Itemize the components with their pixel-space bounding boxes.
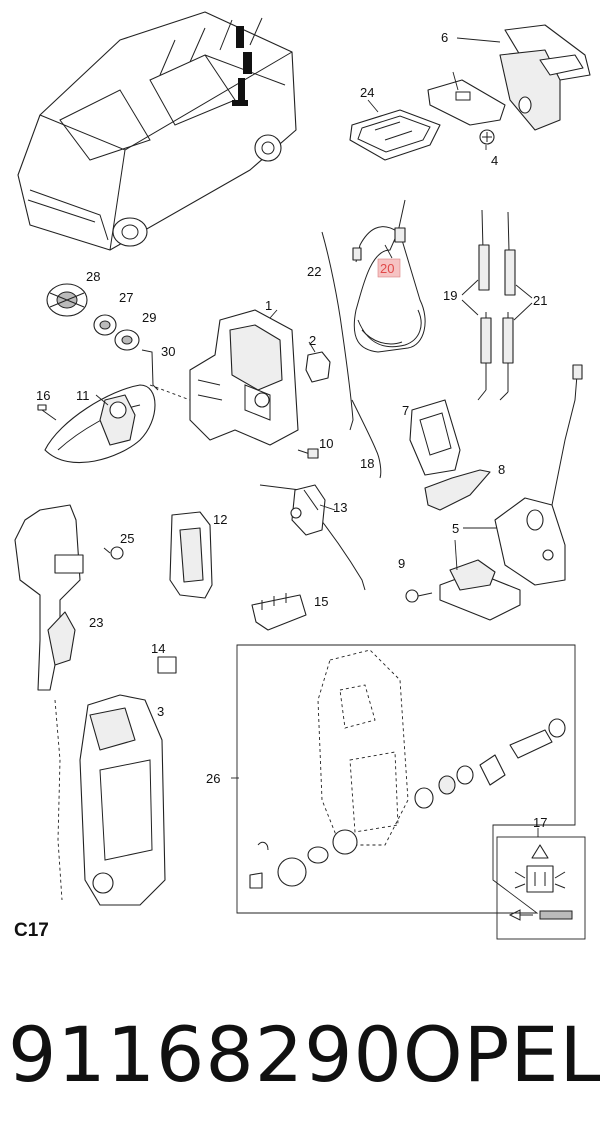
part-14-clip	[157, 656, 177, 674]
callout-11: 11	[76, 388, 90, 403]
part-25-screw	[103, 546, 124, 560]
callout-1: 1	[265, 298, 272, 313]
callout-2: 2	[309, 333, 316, 348]
part-12-cover	[169, 511, 213, 599]
callout-5: 5	[452, 521, 459, 536]
leader-lines	[95, 37, 539, 837]
callout-21: 21	[533, 293, 547, 308]
part-30-rod	[141, 349, 159, 391]
callouts: 6 24 4 28 27 29 30 22 20 19 21 1 2 16 11…	[36, 30, 547, 830]
highlight-box	[377, 258, 401, 278]
part-21-rod	[499, 211, 516, 401]
diagram-code: C17	[14, 920, 49, 941]
callout-12: 12	[213, 512, 227, 527]
callout-16: 16	[36, 388, 50, 403]
part-24-pad	[349, 109, 441, 161]
callout-25: 25	[120, 531, 134, 546]
part-27-cylinder	[93, 314, 117, 336]
callout-18: 18	[360, 456, 374, 471]
callout-27: 27	[119, 290, 133, 305]
part-1-lock	[149, 309, 299, 446]
callout-6: 6	[441, 30, 448, 45]
part-29-ring	[114, 329, 140, 351]
part-3-panel	[54, 694, 166, 906]
warning-label-17	[496, 836, 586, 940]
part-9-plate	[405, 559, 521, 621]
part-5-catch	[494, 364, 583, 586]
callout-28: 28	[86, 269, 100, 284]
brand-name: OPEL	[402, 1009, 600, 1099]
part-10-screw	[297, 448, 319, 459]
part-13-lever	[259, 484, 366, 591]
part-11-handle	[44, 384, 156, 464]
part-4-screw	[479, 129, 495, 145]
part-20-cable	[352, 199, 426, 353]
part-8-wedge	[424, 469, 491, 511]
part-16-screw	[37, 404, 57, 421]
callout-7: 7	[402, 403, 409, 418]
part-7-seal	[409, 399, 461, 476]
detail-box-26	[236, 644, 576, 914]
callout-15: 15	[314, 594, 328, 609]
part-23-handle	[14, 504, 84, 691]
callout-13: 13	[333, 500, 347, 515]
callout-30: 30	[161, 344, 175, 359]
part-number: 91168290	[8, 1009, 403, 1099]
part-28-gear	[46, 283, 88, 317]
footer: 91168290 OPEL	[8, 1004, 600, 1104]
callout-24: 24	[360, 85, 374, 100]
part-15-clip	[251, 593, 307, 631]
part-2-clip	[305, 351, 331, 383]
callout-10: 10	[319, 436, 333, 451]
callout-8: 8	[498, 462, 505, 477]
callout-9: 9	[398, 556, 405, 571]
callout-23: 23	[89, 615, 103, 630]
exploded-parts-diagram: 6 24 4 28 27 29 30 22 20 19 21 1 2 16 11…	[14, 11, 591, 940]
callout-19: 19	[443, 288, 457, 303]
part-6-hinge	[499, 24, 591, 131]
callout-17: 17	[533, 815, 547, 830]
callout-20-highlighted: 20	[380, 261, 394, 276]
callout-29: 29	[142, 310, 156, 325]
part-22-rod	[321, 231, 354, 431]
callout-3: 3	[157, 704, 164, 719]
part-bracket	[427, 79, 506, 126]
part-18-rod	[351, 399, 382, 479]
callout-14: 14	[151, 641, 165, 656]
van-illustration	[17, 11, 297, 251]
part-19-rod	[477, 209, 492, 401]
callout-26: 26	[206, 771, 220, 786]
callout-22: 22	[307, 264, 321, 279]
callout-4: 4	[491, 153, 498, 168]
